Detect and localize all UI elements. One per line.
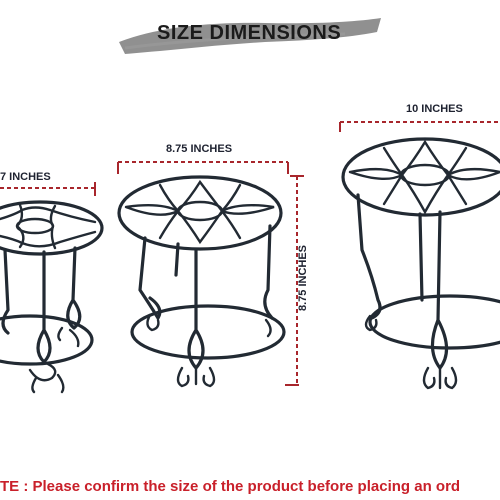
page-title: SIZE DIMENSIONS — [157, 22, 342, 44]
small-plant-stand — [0, 200, 104, 394]
medium-width-dimension-line — [117, 161, 289, 174]
small-width-dimension-line — [0, 182, 96, 196]
large-width-dimension-line — [339, 121, 500, 132]
medium-height-dimension-line — [285, 175, 304, 386]
large-width-label: 10 INCHES — [406, 103, 463, 115]
brush-stroke — [119, 18, 381, 54]
title-banner: SIZE DIMENSIONS — [115, 12, 385, 58]
medium-plant-stand — [117, 175, 286, 388]
large-plant-stand — [341, 137, 500, 390]
medium-height-label: 8.75 INCHES — [297, 244, 310, 312]
footer-note: TE : Please confirm the size of the prod… — [0, 478, 461, 495]
small-width-label: 7 INCHES — [0, 171, 51, 183]
medium-width-label: 8.75 INCHES — [166, 143, 233, 155]
